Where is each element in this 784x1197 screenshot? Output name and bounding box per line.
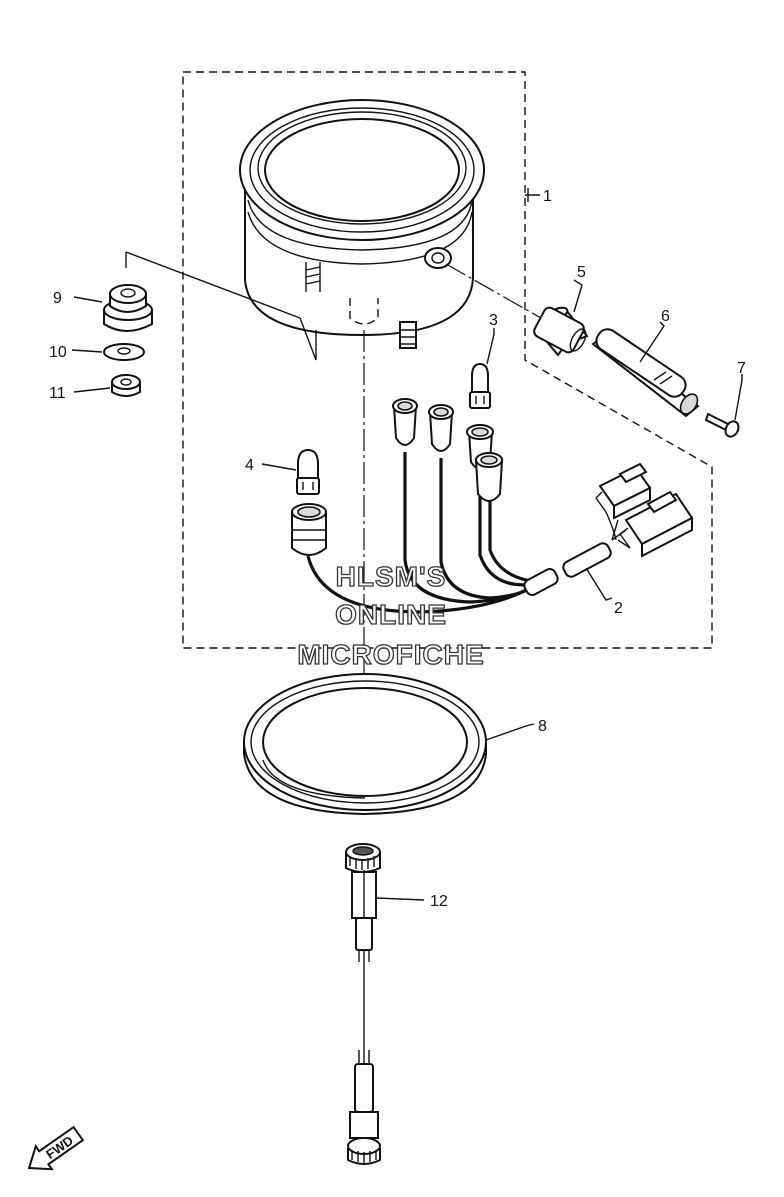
washer-part: [103, 343, 145, 361]
bulb-part-3: [469, 362, 491, 409]
callout-4: 4: [245, 457, 254, 474]
callout-3: 3: [489, 312, 498, 329]
gasket-ring: [243, 673, 487, 816]
bulb-part-4: [296, 448, 320, 495]
coupler-lower: [619, 490, 694, 558]
callout-2: 2: [614, 600, 623, 617]
watermark-line-2: ONLINE: [335, 599, 447, 630]
callout-6: 6: [661, 308, 670, 325]
callout-1: 1: [543, 188, 552, 205]
grommet-part: [103, 284, 153, 332]
screw-part: [704, 412, 740, 438]
callout-11: 11: [49, 385, 66, 402]
nut-part: [111, 374, 141, 397]
callout-8: 8: [538, 718, 547, 735]
coupler-upper: [595, 462, 652, 520]
callout-5: 5: [577, 264, 586, 281]
callout-10: 10: [49, 344, 67, 361]
assembly-boundary: [182, 71, 713, 649]
tube-part: [591, 328, 700, 418]
axis-line-5: [445, 263, 549, 323]
watermark-line-1: HLSM'S: [336, 561, 447, 592]
meter-assembly: [125, 99, 485, 361]
watermark-line-3: MICROFICHE: [297, 639, 484, 670]
wire-harness: [291, 398, 694, 614]
callout-9: 9: [53, 290, 62, 307]
callout-12: 12: [430, 893, 448, 910]
fwd-arrow-icon: FWD: [27, 1125, 85, 1171]
callout-7: 7: [737, 360, 746, 377]
callout-leaders: [71, 188, 743, 901]
collar-part: [533, 306, 589, 357]
cable-part: [345, 843, 381, 1165]
